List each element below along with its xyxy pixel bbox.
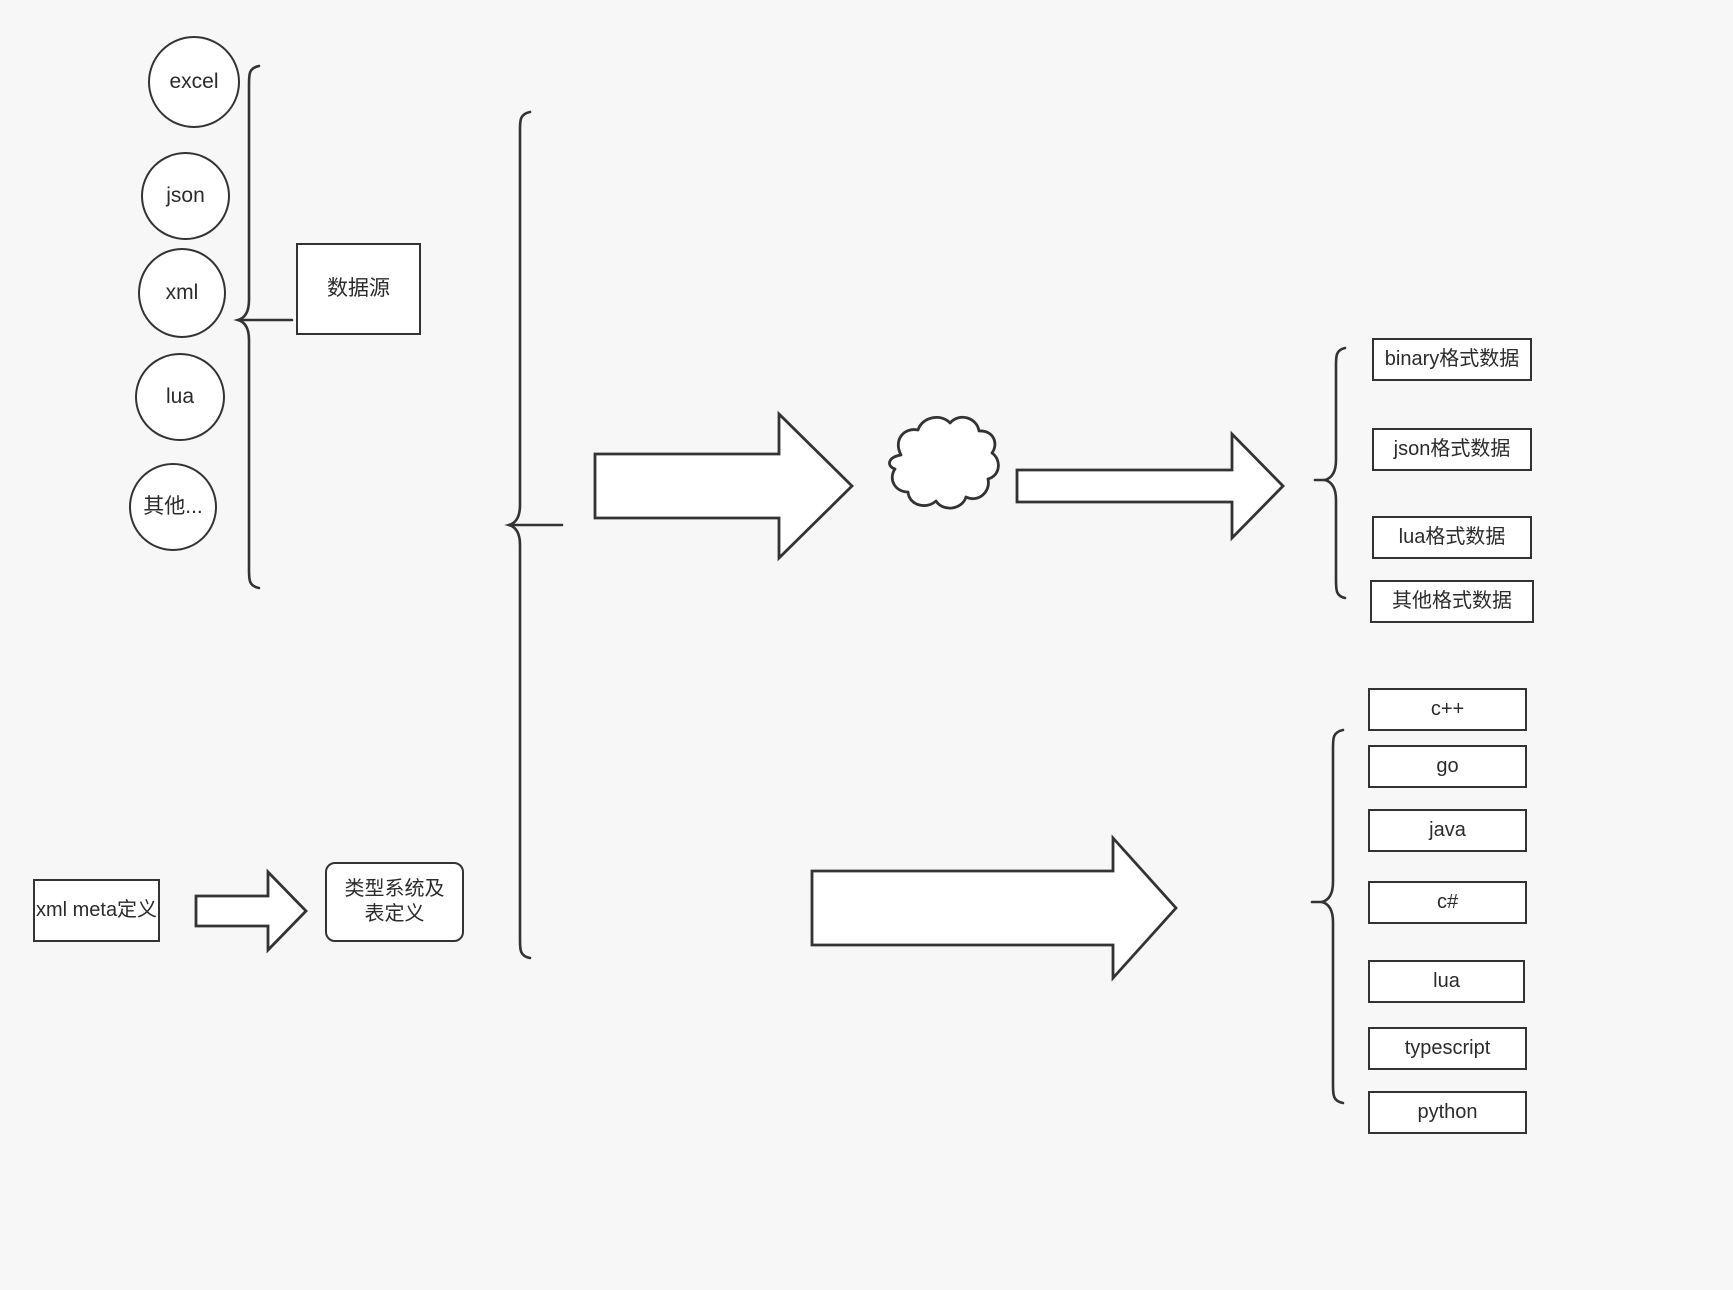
output-box-label: binary格式数据 xyxy=(1384,348,1520,370)
codegen-arrow-label-wrap: 根据定义生成代码 xyxy=(790,893,1090,923)
source-node-lua[interactable]: lua xyxy=(135,353,225,441)
data-output-brace xyxy=(1313,346,1347,600)
xml-meta-definition-box[interactable]: xml meta定义 xyxy=(33,879,160,942)
filter-arrow-label: 校验、分组、标签过滤 xyxy=(1035,471,1245,494)
internal-data-label-wrap: 内部数据 xyxy=(880,466,1000,496)
source-node-label: excel xyxy=(169,69,219,93)
source-node-label: xml xyxy=(165,280,199,304)
type-system-box[interactable]: 类型系统及表定义 xyxy=(325,862,464,942)
code-output-label: java xyxy=(1429,819,1466,841)
code-output-box-cpp[interactable]: c++ xyxy=(1368,688,1527,731)
type-system-label: 类型系统及表定义 xyxy=(344,878,445,925)
output-box-label: json格式数据 xyxy=(1393,438,1511,460)
source-node-label: json xyxy=(166,183,205,207)
output-box-label: lua格式数据 xyxy=(1398,526,1506,548)
output-box-json[interactable]: json格式数据 xyxy=(1372,428,1532,471)
source-group-brace xyxy=(233,64,294,590)
source-node-excel[interactable]: excel xyxy=(148,36,240,128)
code-output-box-lua[interactable]: lua xyxy=(1368,960,1525,1003)
output-box-binary[interactable]: binary格式数据 xyxy=(1372,338,1532,381)
code-output-label: python xyxy=(1417,1101,1478,1123)
pipeline-input-brace xyxy=(504,110,564,960)
data-source-box[interactable]: 数据源 xyxy=(296,243,421,335)
source-node-label: lua xyxy=(165,384,195,408)
source-node-other[interactable]: 其他... xyxy=(129,463,217,551)
code-output-label: c# xyxy=(1436,891,1459,913)
code-output-box-csharp[interactable]: c# xyxy=(1368,881,1527,924)
data-source-label: 数据源 xyxy=(327,276,390,300)
load-parse-arrow-label-wrap: 加载和解析 xyxy=(600,466,800,496)
load-parse-arrow-label: 加载和解析 xyxy=(647,471,753,494)
source-node-label: 其他... xyxy=(143,494,203,518)
code-output-box-typescript[interactable]: typescript xyxy=(1368,1027,1527,1070)
internal-data-label: 内部数据 xyxy=(900,472,980,495)
codegen-arrow-label: 根据定义生成代码 xyxy=(856,898,1024,921)
xml-meta-definition-label: xml meta定义 xyxy=(35,899,158,921)
compile-arrow-label-wrap: 编译 xyxy=(203,893,275,929)
filter-arrow-label-wrap: 校验、分组、标签过滤 xyxy=(1030,466,1250,496)
compile-arrow-label: 编译 xyxy=(219,902,258,924)
output-box-lua[interactable]: lua格式数据 xyxy=(1372,516,1532,559)
code-output-label: lua xyxy=(1433,970,1460,992)
code-output-label: c++ xyxy=(1430,698,1465,720)
output-box-other[interactable]: 其他格式数据 xyxy=(1370,580,1534,623)
output-box-label: 其他格式数据 xyxy=(1392,590,1512,612)
code-output-box-java[interactable]: java xyxy=(1368,809,1527,852)
code-output-box-python[interactable]: python xyxy=(1368,1091,1527,1134)
source-node-xml[interactable]: xml xyxy=(138,248,226,338)
code-output-brace xyxy=(1310,728,1345,1105)
code-output-label: go xyxy=(1436,755,1459,777)
code-output-label: typescript xyxy=(1404,1037,1491,1059)
source-node-json[interactable]: json xyxy=(141,152,230,240)
code-output-box-go[interactable]: go xyxy=(1368,745,1527,788)
